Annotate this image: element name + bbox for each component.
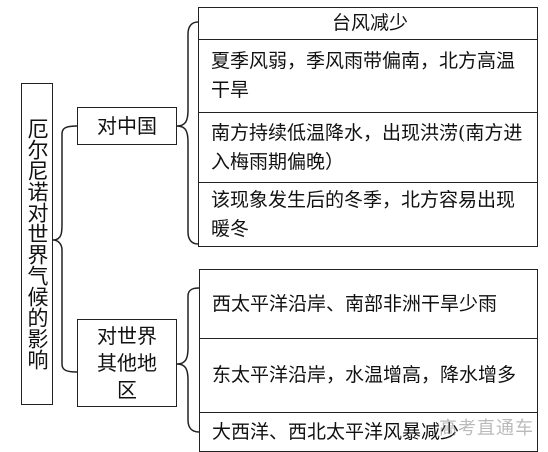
root-label: 厄尔尼诺对世界气候的影响 <box>25 118 49 370</box>
leaf-text: 南方持续低温降水，出现洪涝(南方进入梅雨期偏晚） <box>211 121 523 173</box>
branch-other-regions: 对世界其他地区 <box>77 319 177 407</box>
leaf-east-pacific-rain: 东太平洋沿岸，水温增高，降水增多 <box>200 338 537 412</box>
root-node: 厄尔尼诺对世界气候的影响 <box>21 83 53 405</box>
leaf-china-south-flood: 南方持续低温降水，出现洪涝(南方进入梅雨期偏晚） <box>199 112 537 182</box>
branch-china: 对中国 <box>77 107 177 145</box>
branch2-brace <box>176 287 200 433</box>
root-brace <box>52 125 78 373</box>
leaf-text: 东太平洋沿岸，水温增高，降水增多 <box>212 364 517 386</box>
leaf-text: 西太平洋沿岸、南部非洲干旱少雨 <box>212 292 498 315</box>
watermark: 高考直通车 <box>439 418 534 439</box>
leaf-text: 台风减少 <box>331 12 408 34</box>
china-effects-group: 台风减少 夏季风弱，季风雨带偏南，北方高温干旱 南方持续低温降水，出现洪涝(南方… <box>198 7 538 247</box>
leaf-atlantic-storms: 大西洋、西北太平洋风暴减少 <box>200 412 537 451</box>
leaf-china-warm-winter: 该现象发生后的冬季，北方容易出现暖冬 <box>199 182 537 246</box>
leaf-china-typhoon: 台风减少 <box>199 8 537 39</box>
leaf-text: 该现象发生后的冬季，北方容易出现暖冬 <box>211 188 516 240</box>
leaf-text: 夏季风弱，季风雨带偏南，北方高温干旱 <box>211 50 516 101</box>
leaf-west-pacific-drought: 西太平洋沿岸、南部非洲干旱少雨 <box>200 270 537 338</box>
leaf-text: 大西洋、西北太平洋风暴减少 <box>212 420 460 443</box>
leaf-china-summer-monsoon: 夏季风弱，季风雨带偏南，北方高温干旱 <box>199 39 537 112</box>
branch-other-label: 对世界其他地区 <box>97 323 157 402</box>
other-regions-effects-group: 西太平洋沿岸、南部非洲干旱少雨 东太平洋沿岸，水温增高，降水增多 大西洋、西北太… <box>199 269 538 452</box>
branch1-brace <box>176 21 199 245</box>
branch-china-label: 对中国 <box>97 113 157 138</box>
